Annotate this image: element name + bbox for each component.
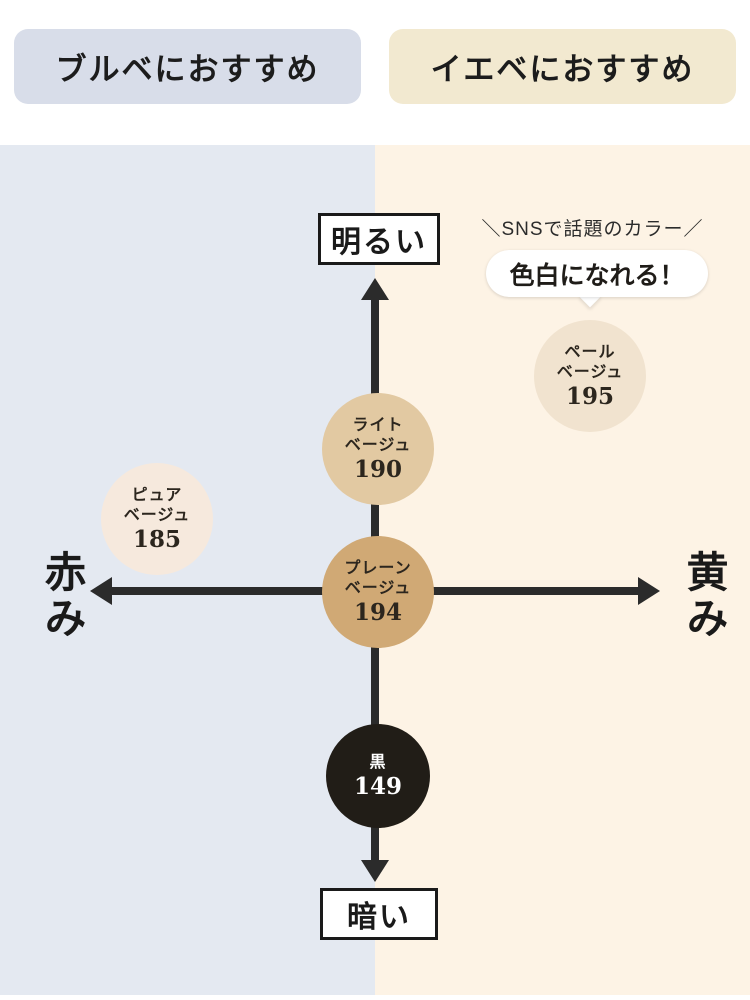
arrowhead-right-icon xyxy=(638,577,660,605)
dot-label: ベージュ xyxy=(123,507,191,524)
dot-number: 190 xyxy=(353,456,402,483)
cool-background xyxy=(0,145,375,995)
color-dot-light-beige-190: ライト ベージュ 190 xyxy=(322,393,434,505)
speech-bubble: 色白になれる！ xyxy=(486,250,708,297)
dot-number: 195 xyxy=(565,383,614,410)
axis-label-dark: 暗い xyxy=(320,888,438,940)
axis-label-yellowness: 黄み xyxy=(681,550,728,642)
axis-label-redness: 赤み xyxy=(39,550,86,642)
color-dot-pure-beige-185: ピュア ベージュ 185 xyxy=(101,463,213,575)
color-dot-black-149: 黒 149 xyxy=(326,724,430,828)
dot-label: ライト xyxy=(352,417,404,434)
sns-caption: ＼SNSで話題のカラー／ xyxy=(481,219,704,240)
dot-label: ピュア xyxy=(131,487,183,504)
axis-label-bright: 明るい xyxy=(318,213,440,265)
arrowhead-left-icon xyxy=(90,577,112,605)
arrowhead-down-icon xyxy=(361,860,389,882)
color-dot-plain-beige-194: プレーン ベージュ 194 xyxy=(322,536,434,648)
dot-number: 149 xyxy=(353,773,402,800)
dot-number: 185 xyxy=(132,526,181,553)
dot-label: ベージュ xyxy=(344,580,412,597)
dot-label: ペール xyxy=(564,344,616,361)
dot-label: ベージュ xyxy=(556,364,624,381)
dot-label: ベージュ xyxy=(344,437,412,454)
bluebase-badge: ブルベにおすすめ xyxy=(14,29,361,104)
dot-label: プレーン xyxy=(344,560,412,577)
arrowhead-up-icon xyxy=(361,278,389,300)
dot-number: 194 xyxy=(353,599,402,626)
dot-label: 黒 xyxy=(369,754,387,771)
yellowbase-badge: イエベにおすすめ xyxy=(389,29,736,104)
color-dot-pale-beige-195: ペール ベージュ 195 xyxy=(534,320,646,432)
